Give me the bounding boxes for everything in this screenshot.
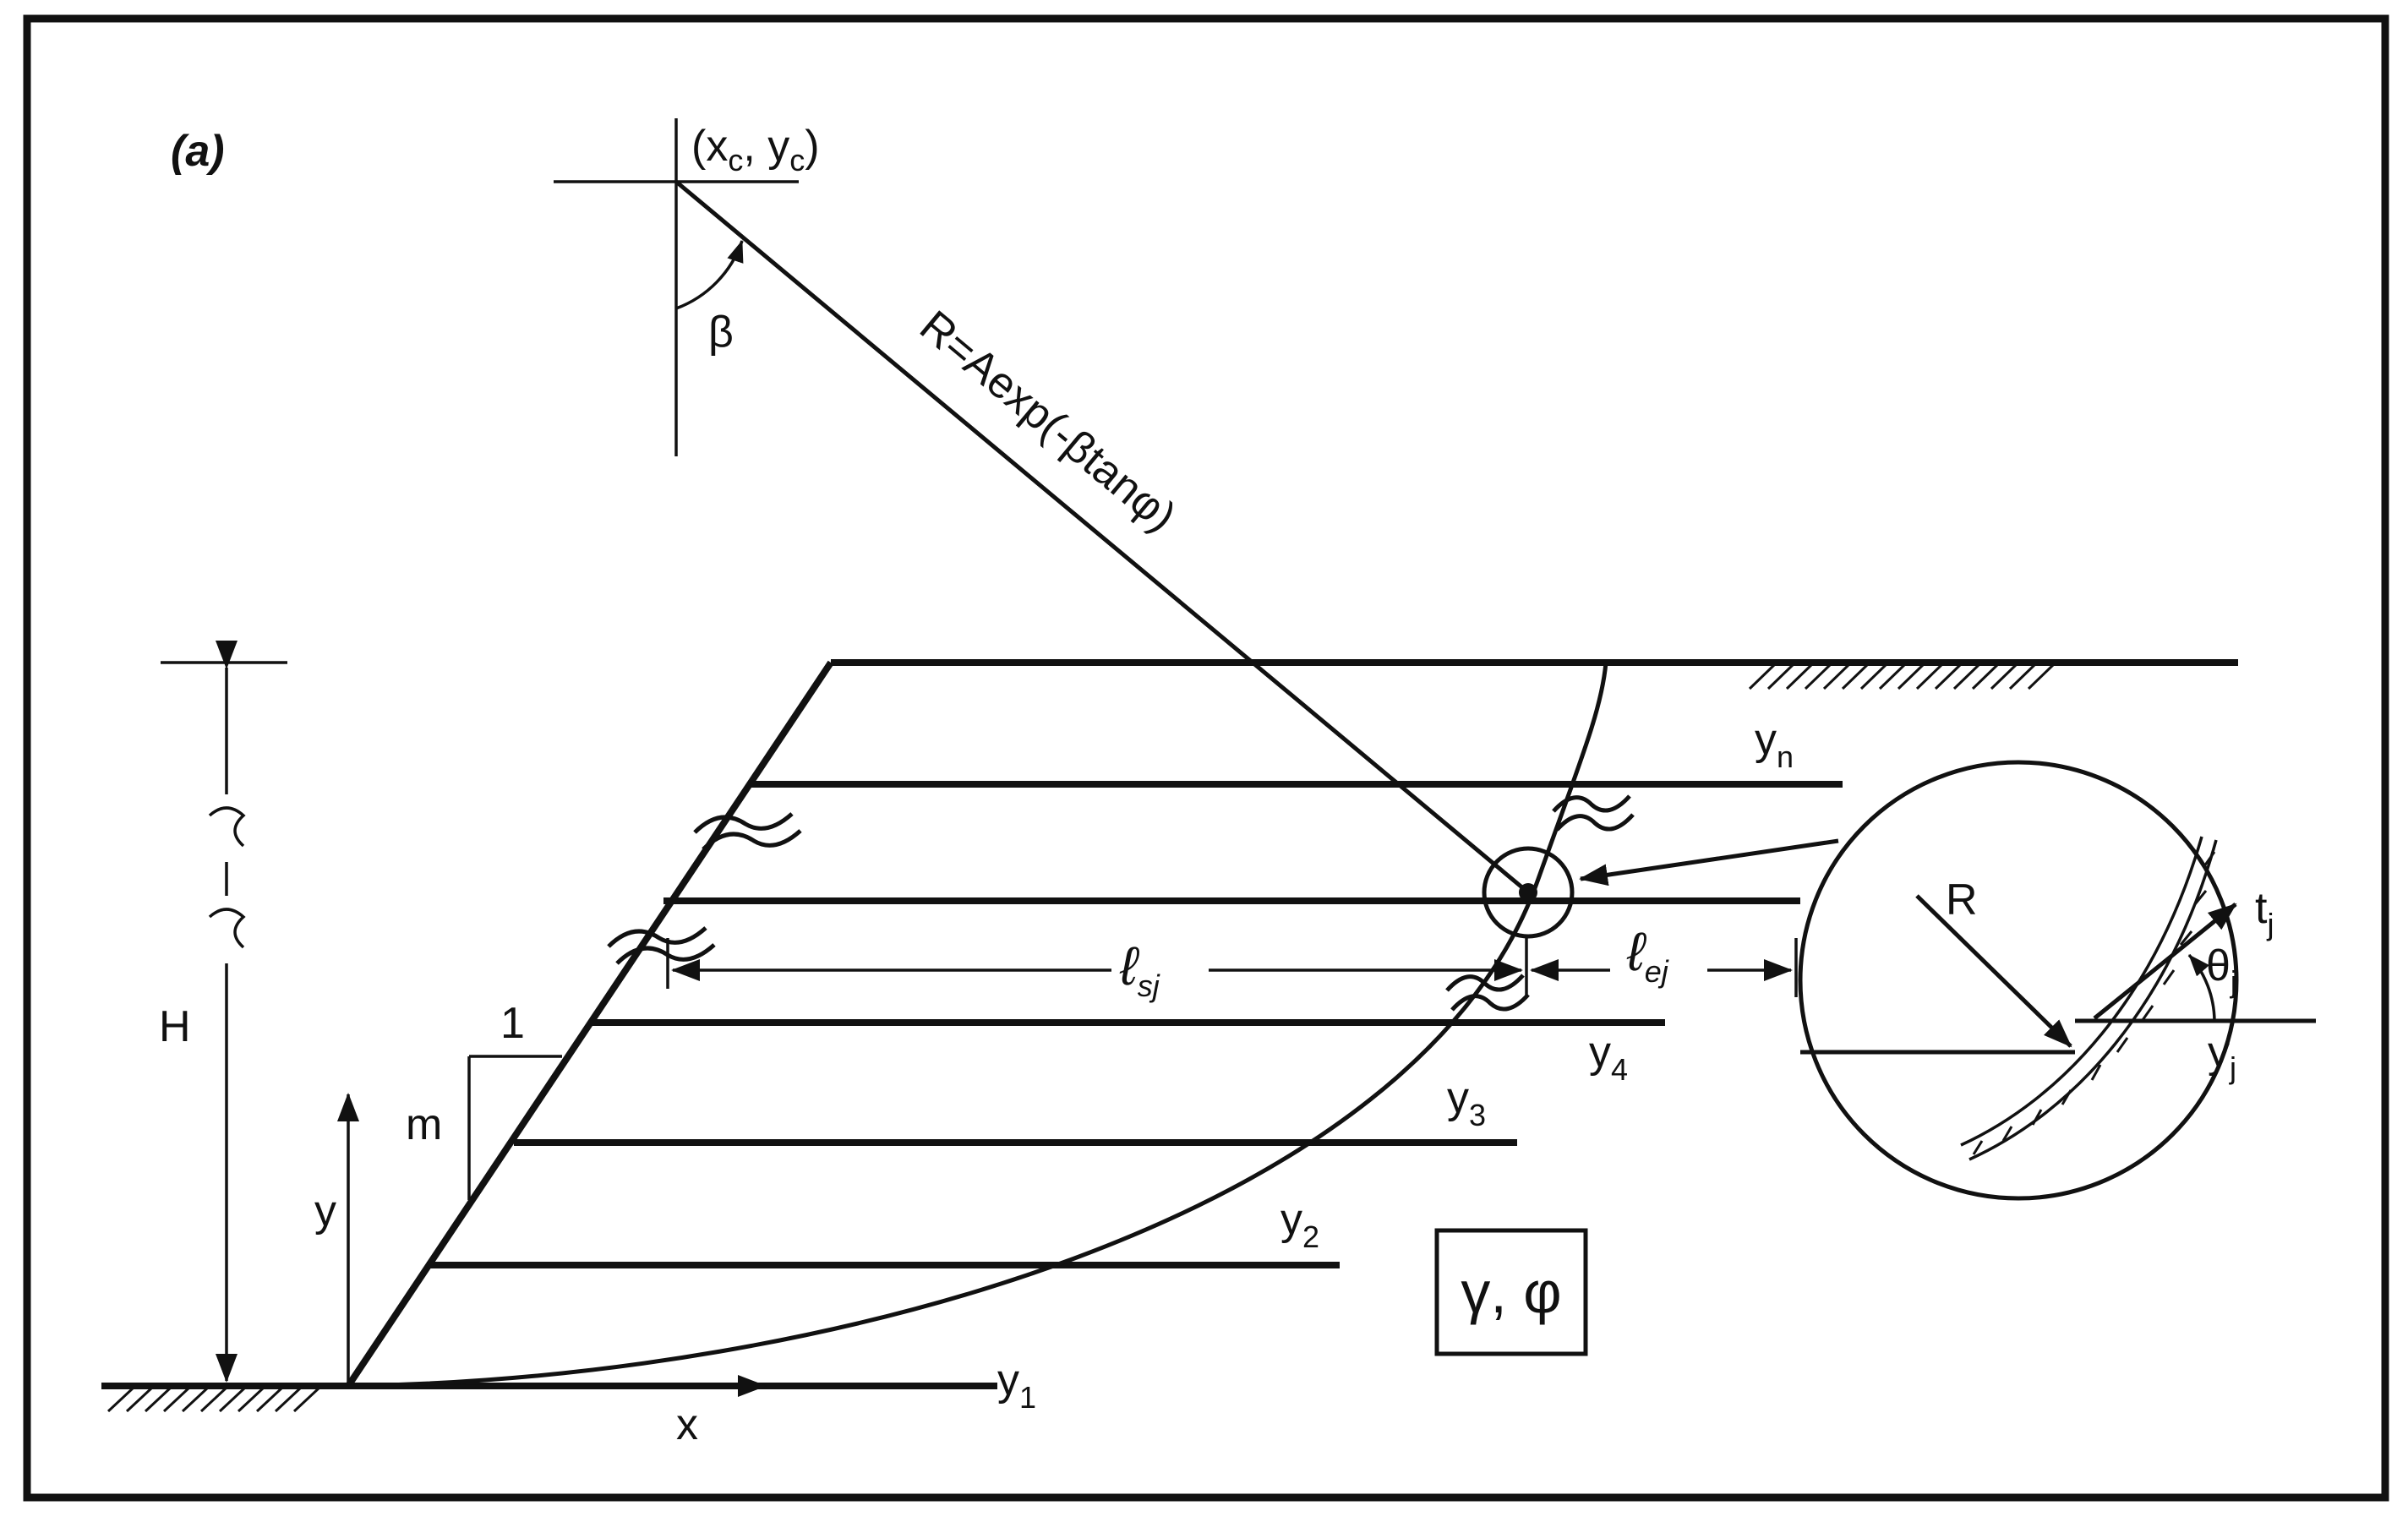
surface-break-marks [1445,794,1635,1012]
detail-r-label: R [1946,876,1978,925]
detail-theta-label: θj [2206,941,2237,999]
center-label: (xc, yc) [691,122,820,177]
height-label: H [159,1002,191,1051]
layer-y3-label: y3 [1447,1073,1486,1132]
beta-label: β [708,308,734,357]
slope-rise-label: m [406,1100,442,1149]
ground-hatch-right [1748,663,2056,690]
layer-y2-label: y2 [1280,1195,1319,1254]
intersection-point [1519,883,1537,902]
panel-label: (a) [171,127,225,176]
detail-y-label: yj [2208,1028,2236,1085]
detail-leader [1579,838,1839,886]
soil-properties-box [1434,1228,1588,1356]
detail-t-label: tj [2255,884,2274,941]
radius-equation: R=Aexp(-βtanφ) [910,302,1185,542]
ls-label: ℓsj [1119,936,1160,1003]
layer-yn-label: yn [1755,715,1794,774]
slope-run-label: 1 [500,999,525,1048]
height-dimension [161,641,287,1383]
x-axis-label: x [676,1400,698,1449]
layer-y1-label: y1 [997,1356,1036,1415]
slope-break-marks [607,812,802,965]
radius-line [674,180,1530,894]
detail-bubble [1798,760,2316,1201]
soil-properties-label: γ, φ [1461,1259,1561,1325]
failure-surface [347,662,1608,1388]
ground-hatch-left [106,1386,321,1413]
length-dimensions [666,938,1798,997]
figure-frame [23,14,2389,1502]
layer-y4-label: y4 [1589,1028,1628,1087]
y-axis-label: y [314,1187,336,1236]
slope-ratio [467,1055,562,1200]
reinforcement-layers [427,781,1843,1268]
le-label: ℓej [1626,921,1669,989]
detail-callout-circle [1482,846,1575,939]
